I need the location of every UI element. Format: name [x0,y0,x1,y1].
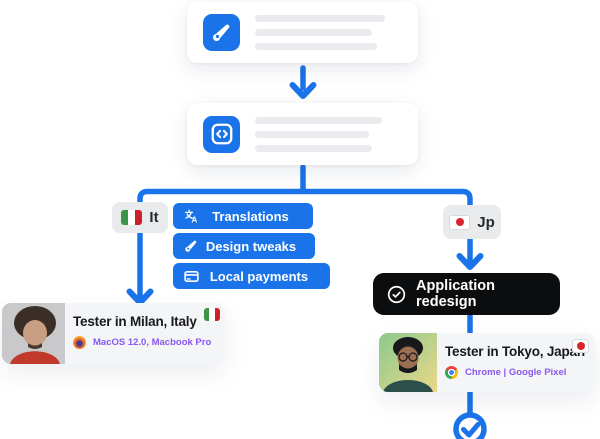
tester-photo-milan [2,303,65,364]
tester-title: Tester in Milan, Italy [73,314,197,329]
locale-label: It [149,209,159,226]
tester-card-milan: Tester in Milan, Italy MacOS 12.0, Macbo… [2,303,225,364]
japan-flag-icon [449,214,471,230]
placeholder-line [255,116,382,124]
pen-icon [203,14,240,51]
placeholder-line [255,43,377,50]
placeholder-line [255,144,372,152]
task-label: Application redesign [416,278,495,310]
task-pill-application-redesign: Application redesign [373,273,560,315]
task-chip-local-payments: Local payments [173,263,330,289]
workflow-step-1 [187,2,418,63]
locale-pill-italy: It [112,202,168,233]
tester-photo-tokyo [379,333,437,392]
tester-title: Tester in Tokyo, Japan [445,344,585,359]
left-arrow-head [126,288,154,306]
code-icon [203,115,240,153]
placeholder-text-lines [255,15,385,50]
translate-icon: A [184,209,199,224]
svg-text:A: A [192,215,198,223]
tester-device: MacOS 12.0, Macbook Pro [93,337,212,348]
check-circle-icon [387,285,406,304]
italy-flag-icon [121,210,143,225]
right-arrow-head [456,253,484,270]
tester-card-tokyo: Tester in Tokyo, Japan Chrome | Google P… [379,333,595,392]
arrow-down-1-head [289,82,317,99]
locale-pill-japan: Jp [443,205,501,239]
japan-flag-icon [572,339,589,353]
placeholder-line [255,29,372,36]
chrome-icon [445,366,458,379]
workflow-step-2 [187,103,418,165]
task-chip-translations: A Translations [173,203,313,229]
firefox-icon [73,336,86,349]
final-check-circle-icon [453,412,487,439]
credit-card-icon [184,269,199,284]
locale-label: Jp [477,213,495,231]
task-label: Local payments [209,268,309,284]
tester-device: Chrome | Google Pixel [465,367,567,378]
placeholder-line [255,130,369,138]
italy-flag-icon [204,308,220,321]
placeholder-line [255,15,385,22]
pen-icon [184,239,198,253]
placeholder-text-lines [255,116,382,152]
task-label: Translations [212,208,289,224]
task-chip-design-tweaks: Design tweaks [173,233,315,259]
task-label: Design tweaks [205,238,297,254]
